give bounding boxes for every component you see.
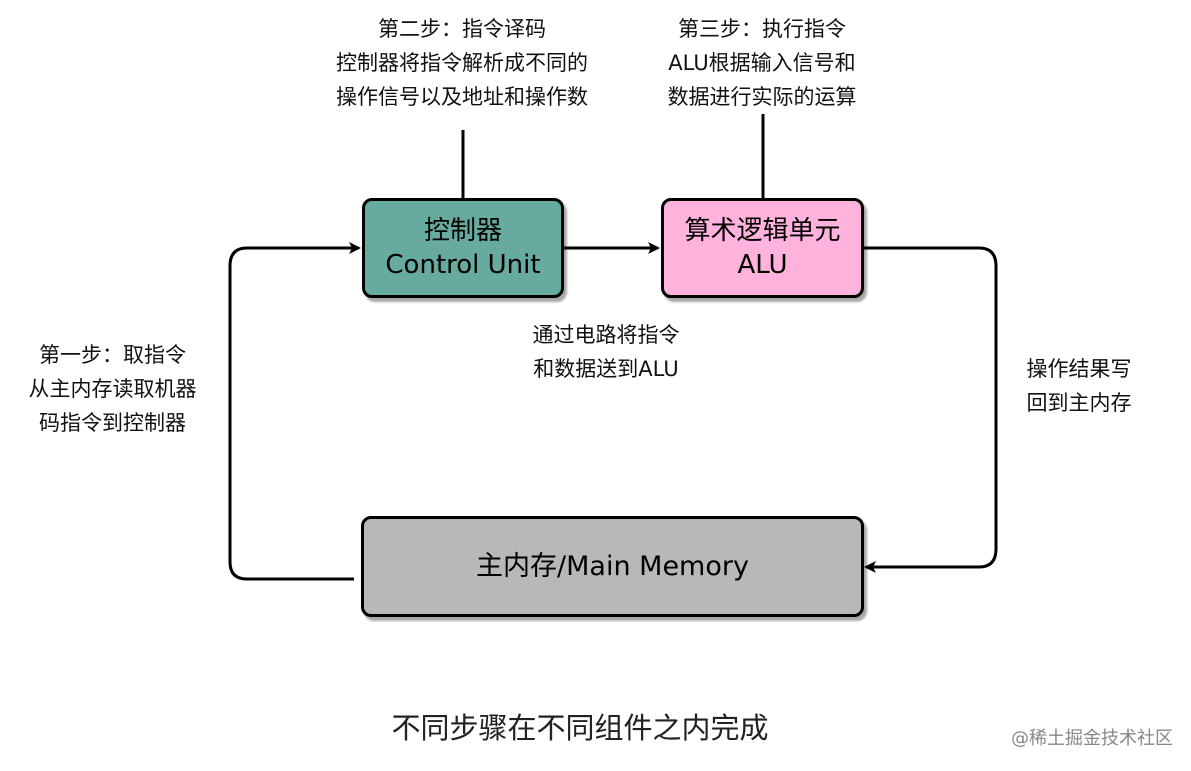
step1-title: 第一步：取指令 <box>39 343 186 367</box>
step1-annotation: 第一步：取指令 从主内存读取机器 码指令到控制器 <box>0 338 225 440</box>
watermark: @稀土掘金技术社区 <box>1011 728 1173 749</box>
writeback-line-2: 回到主内存 <box>1026 391 1132 415</box>
step2-title: 第二步：指令译码 <box>378 17 546 41</box>
control-unit-label-en: Control Unit <box>385 250 541 280</box>
control-unit-label-zh: 控制器 <box>423 216 502 246</box>
writeback-annotation: 操作结果写 回到主内存 <box>1004 352 1154 420</box>
transfer-line-1: 通过电路将指令 <box>532 323 680 347</box>
alu-node: 算术逻辑单元 ALU <box>661 198 864 298</box>
step1-line-1: 从主内存读取机器 <box>28 377 197 401</box>
alu-to-memory-arrow <box>864 246 998 573</box>
step1-line-2: 码指令到控制器 <box>39 411 186 435</box>
step2-line-2: 操作信号以及地址和操作数 <box>336 85 588 109</box>
step2-line-1: 控制器将指令解析成不同的 <box>336 51 588 75</box>
memory-to-control-arrow <box>228 242 361 581</box>
alu-label-en: ALU <box>737 250 788 280</box>
step3-title: 第三步：执行指令 <box>678 17 846 41</box>
alu-label-zh: 算术逻辑单元 <box>684 216 841 246</box>
main-memory-node: 主内存/Main Memory <box>361 516 864 617</box>
step3-line-2: 数据进行实际的运算 <box>667 85 857 109</box>
writeback-line-1: 操作结果写 <box>1026 357 1132 381</box>
main-memory-label: 主内存/Main Memory <box>476 550 749 582</box>
transfer-line-2: 和数据送到ALU <box>533 357 679 381</box>
control-unit-node: 控制器 Control Unit <box>362 198 564 298</box>
step3-line-1: ALU根据输入信号和 <box>668 51 856 75</box>
transfer-annotation: 通过电路将指令 和数据送到ALU <box>486 318 726 386</box>
step3-annotation: 第三步：执行指令 ALU根据输入信号和 数据进行实际的运算 <box>612 12 912 114</box>
step2-annotation: 第二步：指令译码 控制器将指令解析成不同的 操作信号以及地址和操作数 <box>262 12 662 114</box>
diagram-caption: 不同步骤在不同组件之内完成 <box>391 711 769 745</box>
